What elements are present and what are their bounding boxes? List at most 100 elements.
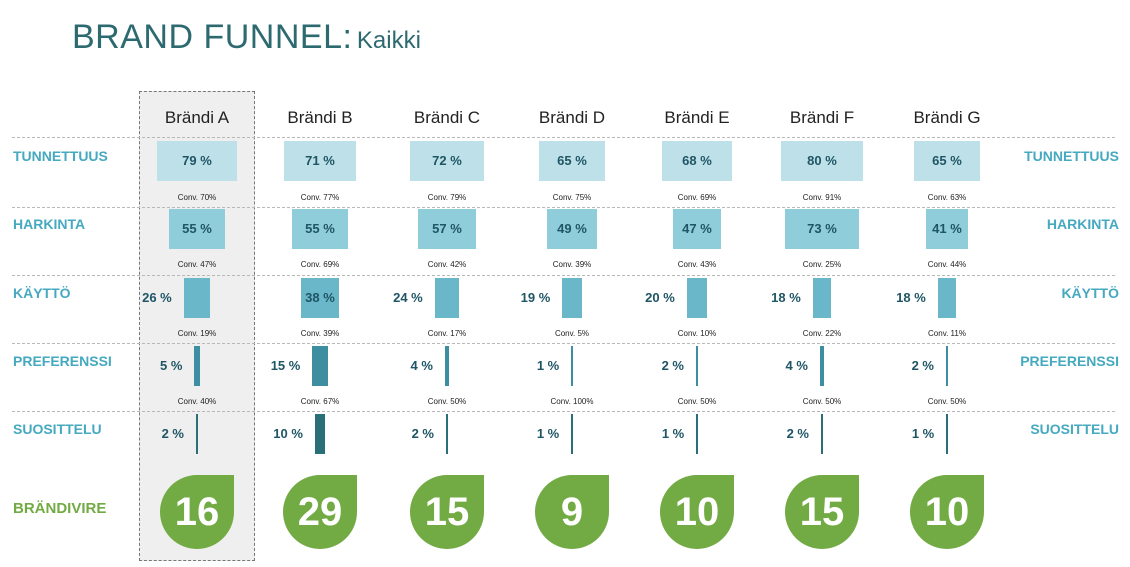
funnel-bar [283, 141, 357, 181]
conversion-label: Conv. 39% [300, 329, 340, 338]
bar-value-label: 4 % [410, 358, 433, 373]
funnel-bar [434, 278, 460, 318]
funnel-bar [781, 141, 863, 181]
bar-value-label: 41 % [932, 221, 962, 236]
funnel-bar [417, 209, 477, 249]
conversion-label: Conv. 22% [802, 329, 842, 338]
bar-value-label: 72 % [432, 153, 462, 168]
funnel-bar [913, 141, 981, 181]
brandivire-badge [283, 475, 357, 549]
stage-label-left: HARKINTA [13, 216, 86, 232]
conversion-label: Conv. 70% [177, 193, 217, 202]
bar-value-label: 57 % [432, 221, 462, 236]
bar-value-label: 19 % [520, 290, 551, 305]
bar-value-label: 55 % [305, 221, 335, 236]
bar-value-label: 2 % [661, 358, 684, 373]
bar-value-label: 18 % [896, 290, 926, 305]
brandivire-badge [785, 475, 859, 549]
brandivire-badge [410, 475, 484, 549]
brandivire-value: 10 [924, 490, 970, 534]
conversion-label: Conv. 25% [802, 260, 842, 269]
bar-value-label: 1 % [536, 358, 560, 373]
stage-label-right: TUNNETTUUS [1024, 148, 1119, 164]
funnel-bar [571, 346, 573, 386]
stage-label-right: KÄYTTÖ [1061, 285, 1119, 301]
bar-value-label: 80 % [807, 153, 837, 168]
funnel-bar [156, 141, 238, 181]
brandivire-value: 15 [799, 490, 845, 534]
funnel-bar [444, 346, 450, 386]
brand-header: Brändi A [164, 108, 230, 127]
conversion-label: Conv. 44% [927, 260, 967, 269]
conversion-label: Conv. 50% [802, 397, 842, 406]
bar-value-label: 10 % [273, 426, 303, 441]
funnel-bar [819, 346, 825, 386]
bar-value-label: 71 % [305, 153, 335, 168]
funnel-bar [168, 209, 226, 249]
stage-label-right: PREFERENSSI [1020, 353, 1119, 369]
conversion-label: Conv. 11% [928, 329, 966, 338]
conversion-label: Conv. 5% [554, 329, 590, 338]
brandivire-label: BRÄNDIVIRE [13, 500, 107, 517]
conversion-label: Conv. 69% [300, 260, 340, 269]
row-separator [12, 275, 1115, 276]
bar-value-label: 5 % [160, 358, 183, 373]
funnel-bar [183, 278, 211, 318]
funnel-bar [562, 278, 582, 318]
conversion-label: Conv. 69% [677, 193, 717, 202]
conversion-label: Conv. 50% [677, 397, 717, 406]
funnel-bar [314, 414, 326, 454]
brandivire-value: 15 [424, 490, 470, 534]
funnel-bar [696, 414, 698, 454]
row-separator [12, 343, 1115, 344]
bar-value-label: 73 % [807, 221, 837, 236]
funnel-bar [291, 209, 349, 249]
stage-label-left: SUOSITTELU [13, 421, 102, 437]
funnel-bar [686, 278, 708, 318]
bar-value-label: 49 % [557, 221, 587, 236]
conversion-label: Conv. 77% [300, 193, 340, 202]
brand-header: Brändi E [664, 108, 730, 127]
funnel-bar [784, 209, 860, 249]
bar-value-label: 26 % [142, 290, 172, 305]
conversion-label: Conv. 43% [677, 260, 717, 269]
conversion-label: Conv. 63% [927, 193, 967, 202]
bar-value-label: 68 % [682, 153, 712, 168]
brand-header: Brändi F [789, 108, 855, 127]
stage-label-left: KÄYTTÖ [13, 285, 71, 301]
conversion-label: Conv. 79% [427, 193, 467, 202]
funnel-bar [194, 346, 200, 386]
bar-value-label: 55 % [182, 221, 212, 236]
brandivire-badge [535, 475, 609, 549]
conversion-label: Conv. 19% [177, 329, 217, 338]
funnel-bar [571, 414, 573, 454]
bar-value-label: 2 % [911, 358, 934, 373]
funnel-bar [946, 414, 948, 454]
funnel-bar [695, 346, 698, 386]
row-separator [12, 411, 1115, 412]
stage-label-right: HARKINTA [1046, 216, 1119, 232]
conversion-label: Conv. 40% [177, 397, 217, 406]
funnel-bar [195, 414, 198, 454]
bar-value-label: 24 % [393, 290, 423, 305]
conversion-label: Conv. 75% [552, 193, 592, 202]
bar-value-label: 65 % [932, 153, 962, 168]
bar-value-label: 79 % [182, 153, 212, 168]
funnel-bar [812, 278, 832, 318]
bar-value-label: 2 % [411, 426, 434, 441]
funnel-bar [538, 141, 606, 181]
funnel-bar [673, 209, 721, 249]
conversion-label: Conv. 50% [927, 397, 967, 406]
bar-value-label: 2 % [161, 426, 184, 441]
bar-value-label: 1 % [536, 426, 560, 441]
conversion-label: Conv. 10% [677, 329, 717, 338]
bar-value-label: 1 % [661, 426, 685, 441]
brandivire-badge [910, 475, 984, 549]
stage-label-right: SUOSITTELU [1030, 421, 1119, 437]
funnel-bar [300, 278, 340, 318]
conversion-label: Conv. 50% [427, 397, 467, 406]
funnel-bar [937, 278, 957, 318]
bar-value-label: 4 % [785, 358, 808, 373]
stage-label-left: TUNNETTUUS [13, 148, 108, 164]
